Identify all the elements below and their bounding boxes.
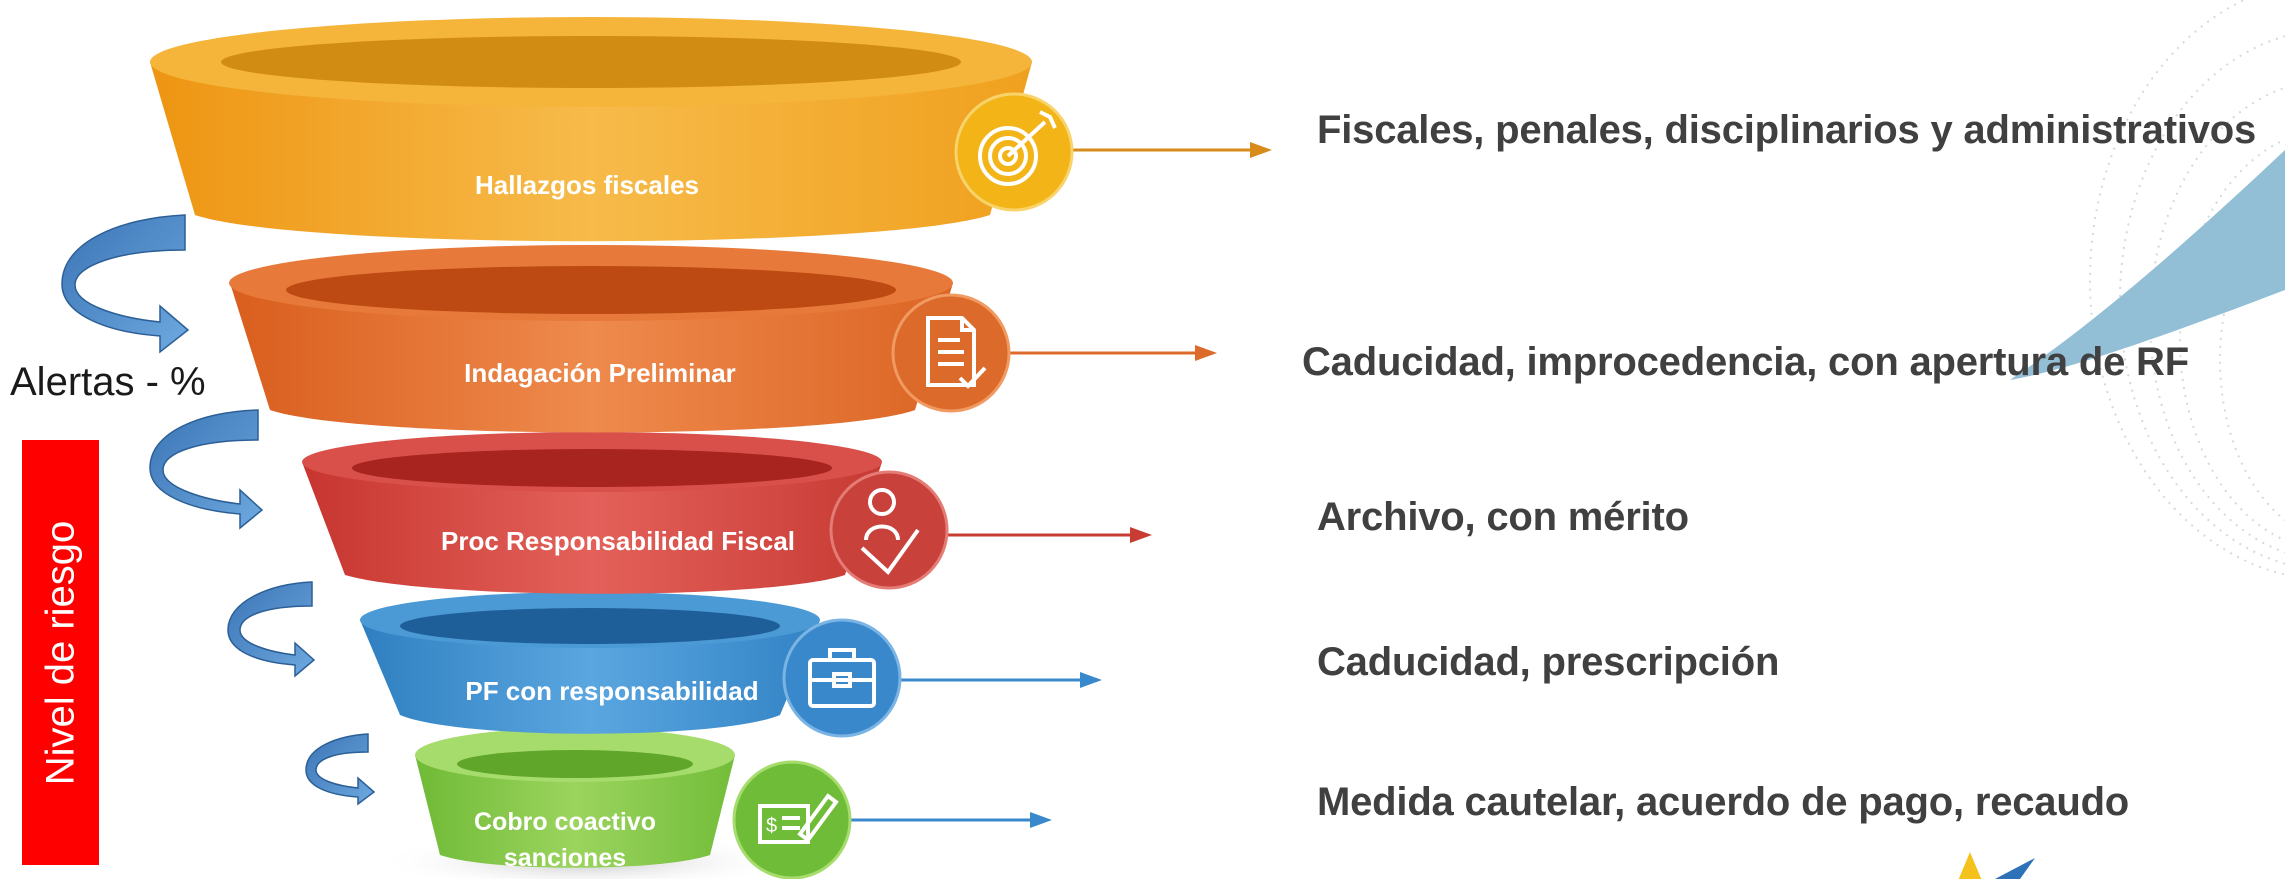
stage-3-label: Proc Responsabilidad Fiscal <box>441 526 795 556</box>
funnel-stage-1: Hallazgos fiscales <box>150 17 1032 242</box>
funnel-stage-2: Indagación Preliminar <box>229 245 953 433</box>
funnel-stage-5: Cobro coactivo sanciones <box>415 728 735 872</box>
risk-level-label: Nivel de riesgo <box>38 520 82 785</box>
target-icon <box>954 92 1074 212</box>
swoosh-icon <box>1995 858 2035 879</box>
curved-arrow-icon <box>227 581 316 678</box>
outcome-1: Fiscales, penales, disciplinarios y admi… <box>1317 108 2257 152</box>
person-check-icon <box>829 470 949 590</box>
document-check-icon <box>891 293 1011 413</box>
curved-arrow-icon <box>61 214 190 354</box>
stage-5-label-line1: Cobro coactivo <box>474 808 656 836</box>
funnel-stage-3: Proc Responsabilidad Fiscal <box>302 432 882 594</box>
star-icon <box>1956 852 1984 884</box>
flow-arrows <box>61 214 376 806</box>
outcome-5: Medida cautelar, acuerdo de pago, recaud… <box>1317 780 2130 824</box>
risk-level-box: Nivel de riesgo <box>22 440 99 865</box>
outcome-3: Archivo, con mérito <box>1317 495 1689 539</box>
background-swirl <box>2010 0 2285 576</box>
briefcase-icon <box>782 618 902 738</box>
outcome-4: Caducidad, prescripción <box>1317 640 1780 684</box>
curved-arrow-icon <box>305 733 376 806</box>
stage-2-label: Indagación Preliminar <box>464 358 736 388</box>
stage-5-label-line2: sanciones <box>504 844 626 872</box>
stage-4-label: PF con responsabilidad <box>465 676 758 706</box>
outcome-2: Caducidad, improcedencia, con apertura d… <box>1302 340 2189 384</box>
alerts-label: Alertas - % <box>10 360 206 404</box>
curved-arrow-icon <box>149 409 264 530</box>
funnel-stage-4: PF con responsabilidad <box>360 592 820 734</box>
cheque-pen-icon: $ <box>732 760 852 880</box>
svg-text:$: $ <box>766 815 777 837</box>
outcome-arrows <box>845 142 1272 828</box>
stage-1-label: Hallazgos fiscales <box>475 170 699 200</box>
